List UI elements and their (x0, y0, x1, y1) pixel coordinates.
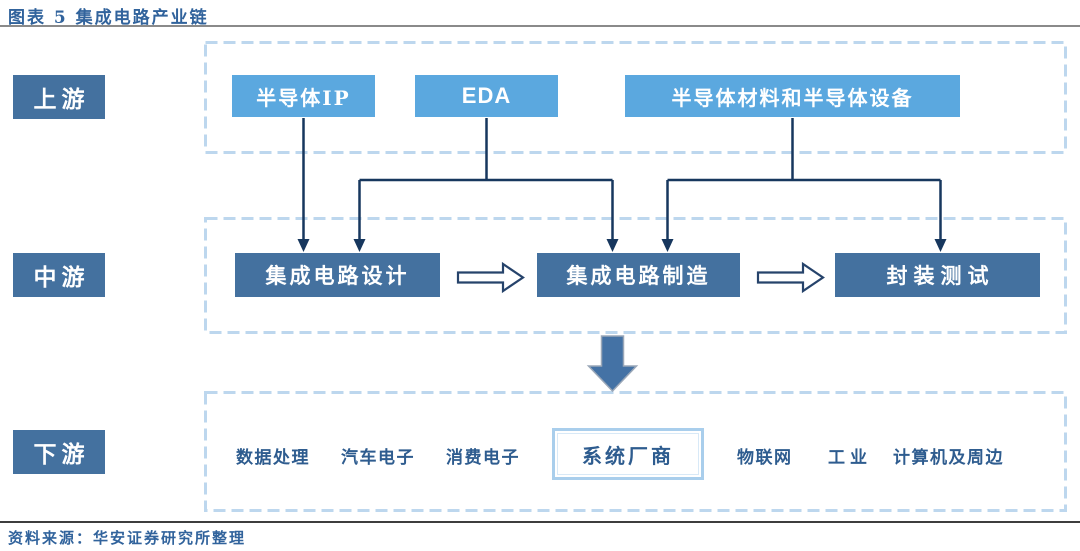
figure-title: 图表 5 集成电路产业链 (8, 8, 209, 28)
box-semiconductor-ip: 半导体IP (232, 75, 375, 117)
flow-arrow-right-icon (456, 261, 525, 294)
downstream-item-automotive-electronics: 汽车电子 (341, 448, 415, 468)
box-ic-design: 集成电路设计 (235, 253, 440, 297)
box-ic-manufacturing: 集成电路制造 (537, 253, 740, 297)
flow-arrow-down-icon (586, 335, 639, 393)
arrowhead-icon (934, 239, 947, 252)
downstream-item-consumer-electronics: 消费电子 (446, 448, 520, 468)
downstream-item-industrial: 工业 (828, 448, 872, 468)
downstream-dashed-container (204, 391, 1067, 512)
arrowhead-icon (606, 239, 619, 252)
stage-label-downstream: 下游 (13, 430, 105, 474)
stage-label-upstream: 上游 (13, 75, 105, 119)
connector-materials-branch (666, 118, 942, 240)
box-eda: EDA (415, 75, 558, 117)
downstream-item-data-processing: 数据处理 (236, 448, 310, 468)
arrowhead-icon (661, 239, 674, 252)
downstream-item-iot: 物联网 (737, 448, 793, 468)
flow-arrow-right-icon (756, 261, 825, 294)
upstream-to-midstream-connectors (302, 118, 942, 240)
midstream-dashed-container (204, 217, 1067, 334)
stage-label-midstream: 中游 (13, 253, 105, 297)
downstream-item-system-vendors-highlighted: 系统厂商 (552, 428, 704, 480)
connector-arrowheads (297, 239, 947, 252)
figure-source: 资料来源：华安证券研究所整理 (8, 529, 247, 547)
box-packaging-testing: 封装测试 (835, 253, 1040, 297)
downstream-item-computers-peripherals: 计算机及周边 (893, 448, 1004, 468)
footer-divider (0, 521, 1080, 523)
arrowhead-icon (353, 239, 366, 252)
arrowhead-icon (297, 239, 310, 252)
connector-eda-branch (358, 118, 614, 240)
title-divider (0, 25, 1080, 27)
box-materials-and-equipment: 半导体材料和半导体设备 (625, 75, 960, 117)
